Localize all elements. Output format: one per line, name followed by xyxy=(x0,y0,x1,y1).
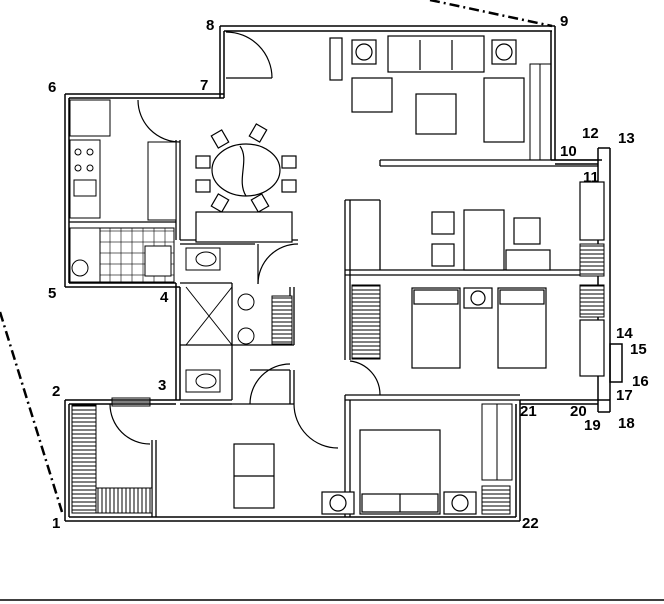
closets xyxy=(71,243,605,515)
doors xyxy=(109,31,381,449)
point-label-7: 7 xyxy=(200,77,208,94)
living-furniture xyxy=(329,35,525,143)
point-label-6: 6 xyxy=(48,79,56,96)
point-label-21: 21 xyxy=(520,403,537,420)
point-label-12: 12 xyxy=(582,125,599,142)
kitchen-fixtures xyxy=(69,99,177,283)
study-furniture xyxy=(431,181,605,271)
point-label-8: 8 xyxy=(206,17,214,34)
dining-set xyxy=(195,123,297,243)
point-label-18: 18 xyxy=(618,415,635,432)
point-label-5: 5 xyxy=(48,285,56,302)
point-label-19: 19 xyxy=(584,417,601,434)
point-label-16: 16 xyxy=(632,373,649,390)
point-label-17: 17 xyxy=(616,387,633,404)
point-label-22: 22 xyxy=(522,515,539,532)
site-boundary xyxy=(0,0,553,513)
point-label-11: 11 xyxy=(583,169,599,186)
point-label-9: 9 xyxy=(560,13,568,30)
point-label-4: 4 xyxy=(160,289,169,306)
point-labels: 1 2 3 4 5 6 7 8 9 10 11 12 13 14 15 16 1… xyxy=(48,13,649,532)
bathroom-fixtures xyxy=(185,247,255,393)
point-label-2: 2 xyxy=(52,383,60,400)
point-label-3: 3 xyxy=(158,377,166,394)
windows xyxy=(111,63,552,481)
point-label-1: 1 xyxy=(52,515,60,532)
master-bedroom xyxy=(233,429,477,515)
point-label-20: 20 xyxy=(570,403,587,420)
point-label-13: 13 xyxy=(618,130,635,147)
twin-bedroom xyxy=(411,287,605,377)
point-label-15: 15 xyxy=(630,341,647,358)
point-label-14: 14 xyxy=(616,325,633,342)
point-label-10: 10 xyxy=(560,143,577,160)
